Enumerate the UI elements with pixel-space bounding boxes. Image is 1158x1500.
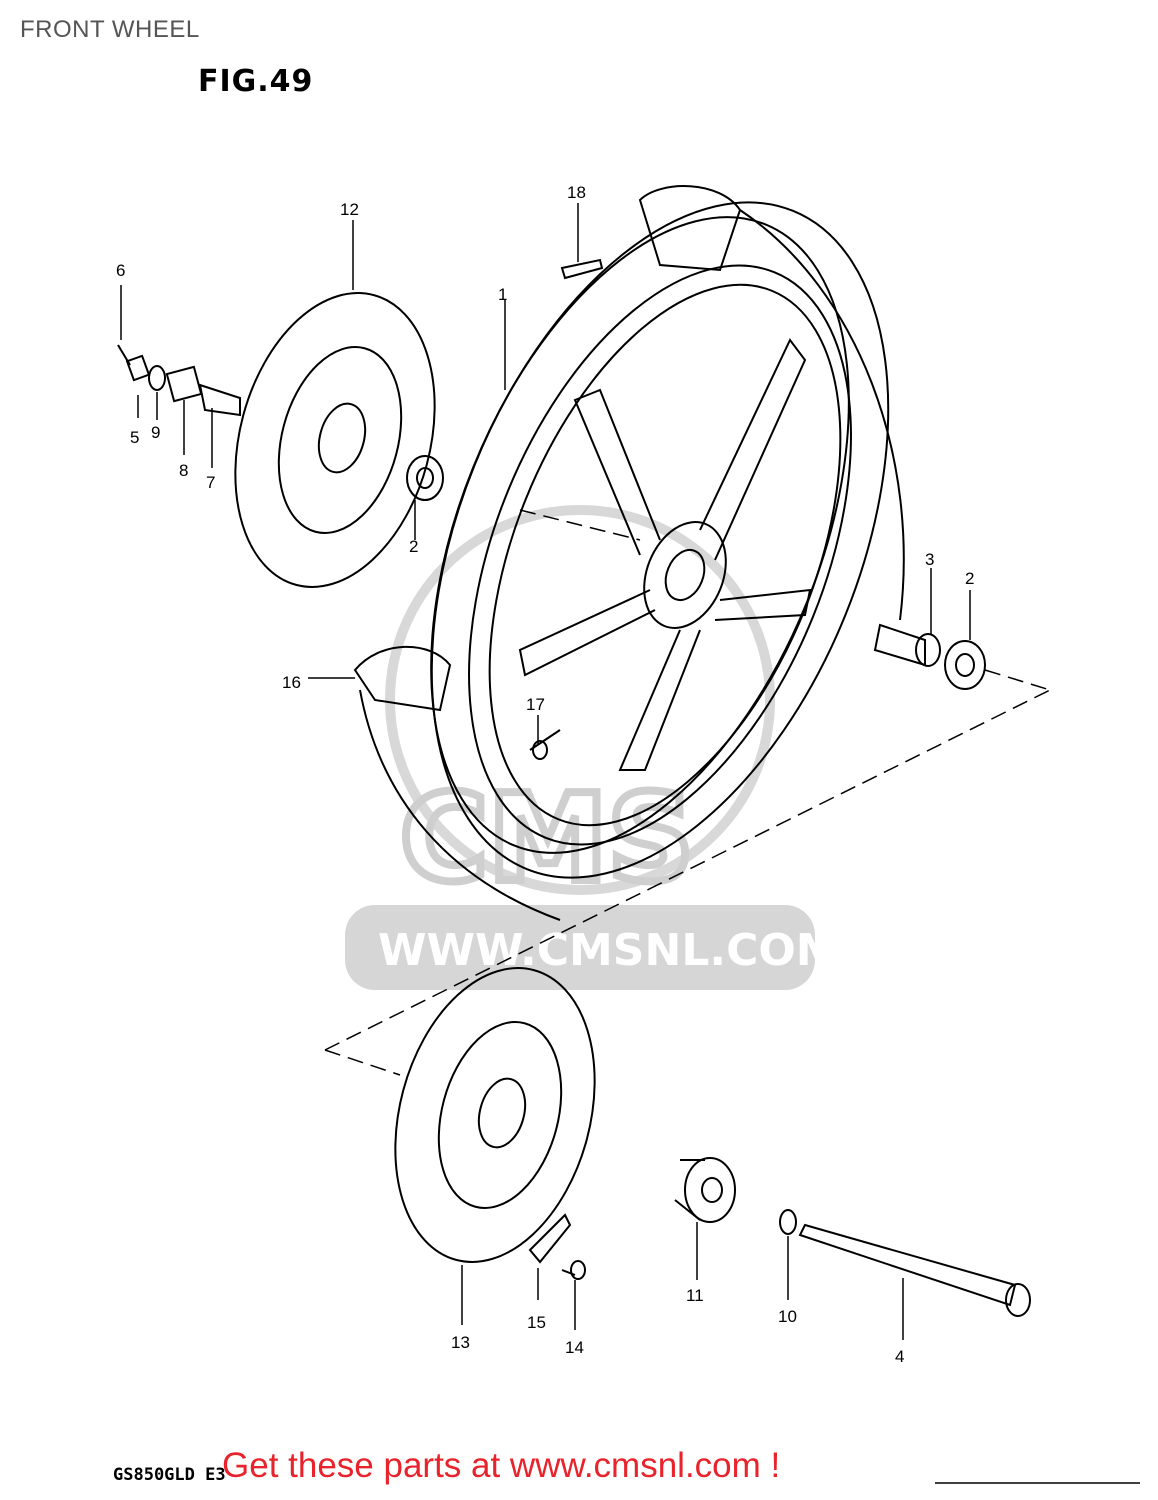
callout-3: 3 (925, 550, 934, 569)
callout-16: 16 (282, 673, 301, 692)
axle-nut-group (117, 344, 241, 417)
callout-15: 15 (527, 1313, 546, 1332)
callout-12: 12 (340, 200, 359, 219)
callout-2-right: 2 (965, 569, 974, 588)
washer (779, 1209, 797, 1235)
callout-2-left: 2 (409, 537, 418, 556)
watermark: CMS WWW.CMSNL.COM (345, 505, 840, 990)
leader-lines (120, 203, 1140, 1484)
callout-17: 17 (526, 695, 545, 714)
bolt-plate (528, 1213, 586, 1280)
callout-8: 8 (179, 461, 188, 480)
valve (529, 729, 561, 760)
callout-11: 11 (686, 1286, 704, 1305)
callout-labels: 1 2 2 3 4 5 6 7 8 9 10 11 12 13 14 15 16… (116, 183, 974, 1366)
callout-5: 5 (130, 428, 139, 447)
gear-box (674, 1157, 736, 1223)
shop-link[interactable]: Get these parts at www.cmsnl.com ! (222, 1446, 781, 1485)
callout-9: 9 (151, 423, 160, 442)
rim (468, 264, 852, 846)
callout-1: 1 (498, 285, 507, 304)
bearing-left (406, 455, 444, 501)
figure-label: FIG.49 (198, 64, 314, 99)
callout-7: 7 (206, 473, 215, 492)
model-code: GS850GLD E3 (113, 1465, 226, 1485)
spacer-bearing-right (873, 623, 986, 690)
brake-disc-front (394, 967, 596, 1263)
callout-18: 18 (567, 183, 586, 202)
callout-10: 10 (778, 1307, 797, 1326)
callout-13: 13 (451, 1333, 470, 1352)
page-title: FRONT WHEEL (20, 16, 200, 43)
balance-weight (560, 258, 604, 280)
center-lines (324, 509, 1051, 1076)
hub-spokes (518, 338, 812, 771)
axle (798, 1223, 1031, 1317)
callout-4: 4 (895, 1347, 904, 1366)
brake-disc-rear (234, 292, 436, 588)
watermark-logo: CMS (400, 770, 694, 909)
watermark-url: WWW.CMSNL.COM (378, 925, 840, 976)
callout-14: 14 (565, 1338, 584, 1357)
callout-6: 6 (116, 261, 125, 280)
